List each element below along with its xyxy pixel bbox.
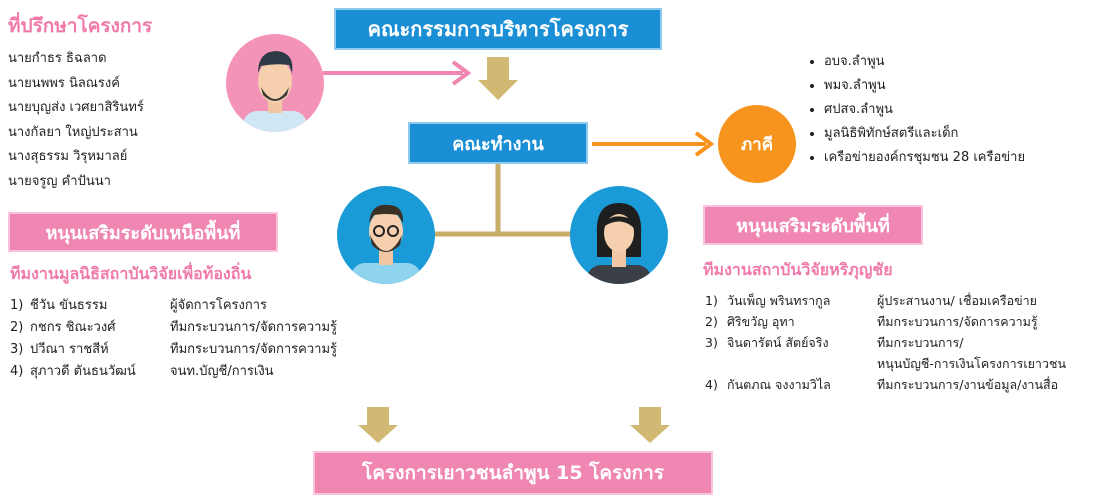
member-role: ทีมกระบวนการ/จัดการความรู้ xyxy=(170,320,338,335)
member-name: ชีวัน ขันธรรม xyxy=(30,298,108,313)
right-support-team: ทีมงานสถาบันวิจัยหริภุญชัย xyxy=(703,260,893,279)
right-support-members: 1) วันเพ็ญ พรินทรากูล ผู้ประสานงาน/ เชื่… xyxy=(705,291,1105,396)
partner-item: พมจ.ลำพูน xyxy=(824,74,1025,98)
advisors-title: ที่ปรึกษาโครงการ xyxy=(8,15,153,37)
member-name: ศิริขวัญ อุทา xyxy=(727,314,795,329)
advisor-name: นางกัลยา ใหญ่ประสาน xyxy=(8,124,138,140)
down-arrow-1 xyxy=(478,57,518,100)
committee-box: คณะกรรมการบริหารโครงการ xyxy=(334,8,662,50)
member-row: 3) จินดารัตน์ สัตย์จริง ทีมกระบวนการ/ xyxy=(705,333,1105,354)
member-row: 4) สุภาวดี ตันธนวัฒน์ จนท.บัญชี/การเงิน xyxy=(10,362,390,384)
member-role: ผู้ประสานงาน/ เชื่อมเครือข่าย xyxy=(877,293,1037,308)
member-num: 3) xyxy=(10,342,24,357)
partner-item: อบจ.ลำพูน xyxy=(824,50,1025,74)
advisor-name: นางสุธรรม วิรุหมาลย์ xyxy=(8,149,128,164)
member-role: ทีมกระบวนการ/ xyxy=(877,335,964,350)
partner-circle: ภาคี xyxy=(718,105,796,183)
advisor-name: นายจรูญ คำปันนา xyxy=(8,173,111,189)
advisor-avatar xyxy=(225,33,325,133)
left-support-team: ทีมงานมูลนิธิสถาบันวิจัยเพื่อท้องถิ่น xyxy=(10,264,252,283)
member-num: 2) xyxy=(10,320,24,335)
down-arrow-left xyxy=(358,407,398,443)
member-name: กันตภณ จงงามวิไล xyxy=(727,377,831,392)
member-role: ทีมกระบวนการ/จัดการความรู้ xyxy=(170,342,338,357)
member-role: ผู้จัดการโครงการ xyxy=(170,298,267,313)
working-group-box: คณะทำงาน xyxy=(408,122,588,164)
partner-item: เครือข่ายองค์กรชุมชน 28 เครือข่าย xyxy=(824,146,1025,170)
youth-projects-box: โครงการเยาวชนลำพูน 15 โครงการ xyxy=(313,451,713,495)
member-name: จินดารัตน์ สัตย์จริง xyxy=(727,335,829,350)
left-support-title: หนุนเสริมระดับเหนือพื้นที่ xyxy=(8,212,278,252)
pink-arrow xyxy=(323,60,472,86)
member-row: 2) กชกร ชิณะวงศ์ ทีมกระบวนการ/จัดการความ… xyxy=(10,318,390,340)
member-row: หนุนบัญชี-การเงินโครงการเยาวชน xyxy=(705,354,1105,375)
orange-arrow xyxy=(592,131,715,157)
right-support-avatar xyxy=(569,185,669,285)
partner-item: ศปสจ.ลำพูน xyxy=(824,98,1025,122)
member-row: 1) ชีวัน ขันธรรม ผู้จัดการโครงการ xyxy=(10,296,390,318)
member-name: สุภาวดี ตันธนวัฒน์ xyxy=(30,364,136,379)
member-role: จนท.บัญชี/การเงิน xyxy=(170,364,274,379)
member-num: 1) xyxy=(705,293,718,308)
left-support-members: 1) ชีวัน ขันธรรม ผู้จัดการโครงการ 2) กชก… xyxy=(10,296,390,384)
member-num: 3) xyxy=(705,335,718,350)
left-support-avatar xyxy=(336,185,436,285)
member-role: ทีมกระบวนการ/จัดการความรู้ xyxy=(877,314,1038,329)
member-role: ทีมกระบวนการ/งานข้อมูล/งานสื่อ xyxy=(877,377,1059,392)
member-row: 3) ปวีณา ราชสีห์ ทีมกระบวนการ/จัดการความ… xyxy=(10,340,390,362)
member-name: กชกร ชิณะวงศ์ xyxy=(30,320,116,335)
down-arrow-right xyxy=(630,407,670,443)
member-row: 1) วันเพ็ญ พรินทรากูล ผู้ประสานงาน/ เชื่… xyxy=(705,291,1105,312)
member-num: 4) xyxy=(10,364,24,379)
member-num: 1) xyxy=(10,298,24,313)
member-name: วันเพ็ญ พรินทรากูล xyxy=(727,293,831,308)
advisor-name: นายกำธร ธิฉลาด xyxy=(8,51,107,66)
advisors-list: นายกำธร ธิฉลาด นายนพพร นิลณรงค์ นายบุญส่… xyxy=(8,46,144,193)
partners-list: อบจ.ลำพูน พมจ.ลำพูน ศปสจ.ลำพูน มูลนิธิพิ… xyxy=(810,50,1025,170)
right-support-title: หนุนเสริมระดับพื้นที่ xyxy=(703,205,923,245)
partner-item: มูลนิธิพิทักษ์สตรีและเด็ก xyxy=(824,122,1025,146)
member-row: 2) ศิริขวัญ อุทา ทีมกระบวนการ/จัดการความ… xyxy=(705,312,1105,333)
member-role: หนุนบัญชี-การเงินโครงการเยาวชน xyxy=(877,356,1066,371)
member-row: 4) กันตภณ จงงามวิไล ทีมกระบวนการ/งานข้อม… xyxy=(705,375,1105,396)
member-name: ปวีณา ราชสีห์ xyxy=(30,342,109,357)
advisor-name: นายบุญส่ง เวศยาสิรินทร์ xyxy=(8,100,144,115)
advisor-name: นายนพพร นิลณรงค์ xyxy=(8,75,120,91)
member-num: 4) xyxy=(705,377,718,392)
member-num: 2) xyxy=(705,314,718,329)
